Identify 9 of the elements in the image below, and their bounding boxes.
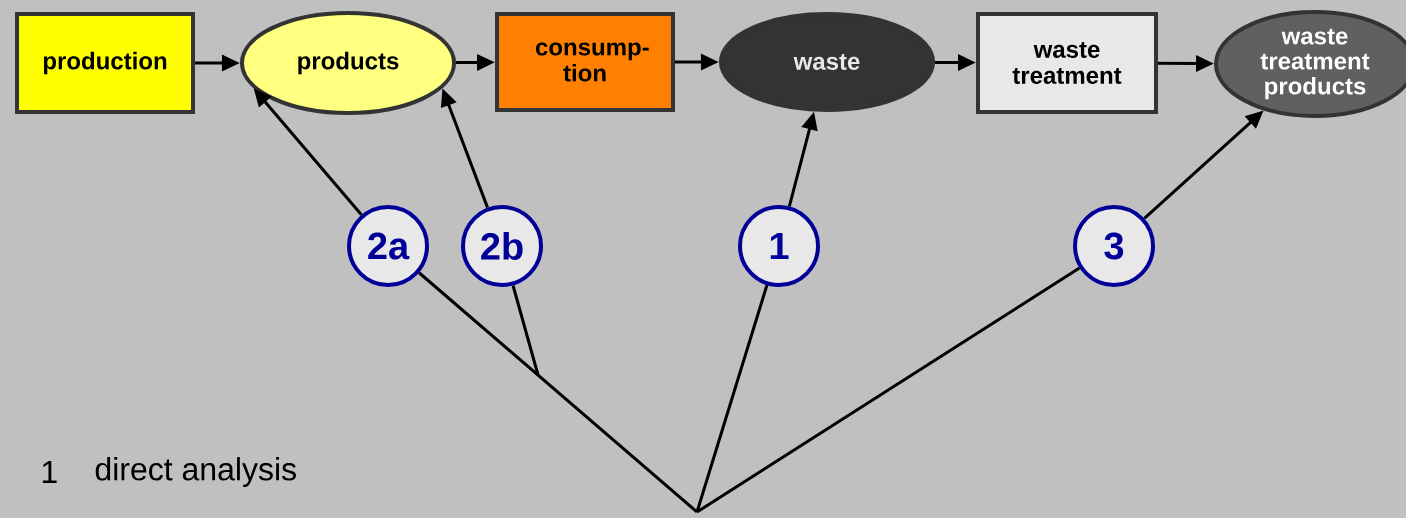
process-box: waste treatment <box>976 12 1158 114</box>
callout-number: 1 <box>738 205 820 287</box>
callout-number: 2b <box>461 205 543 287</box>
process-box: consump- tion <box>495 12 675 112</box>
note-text: 1 <box>42 461 57 483</box>
callout-number: 2a <box>347 205 429 287</box>
callout-number: 3 <box>1073 205 1155 287</box>
note-text: direct analysis <box>95 457 296 487</box>
process-box: production <box>15 12 195 114</box>
